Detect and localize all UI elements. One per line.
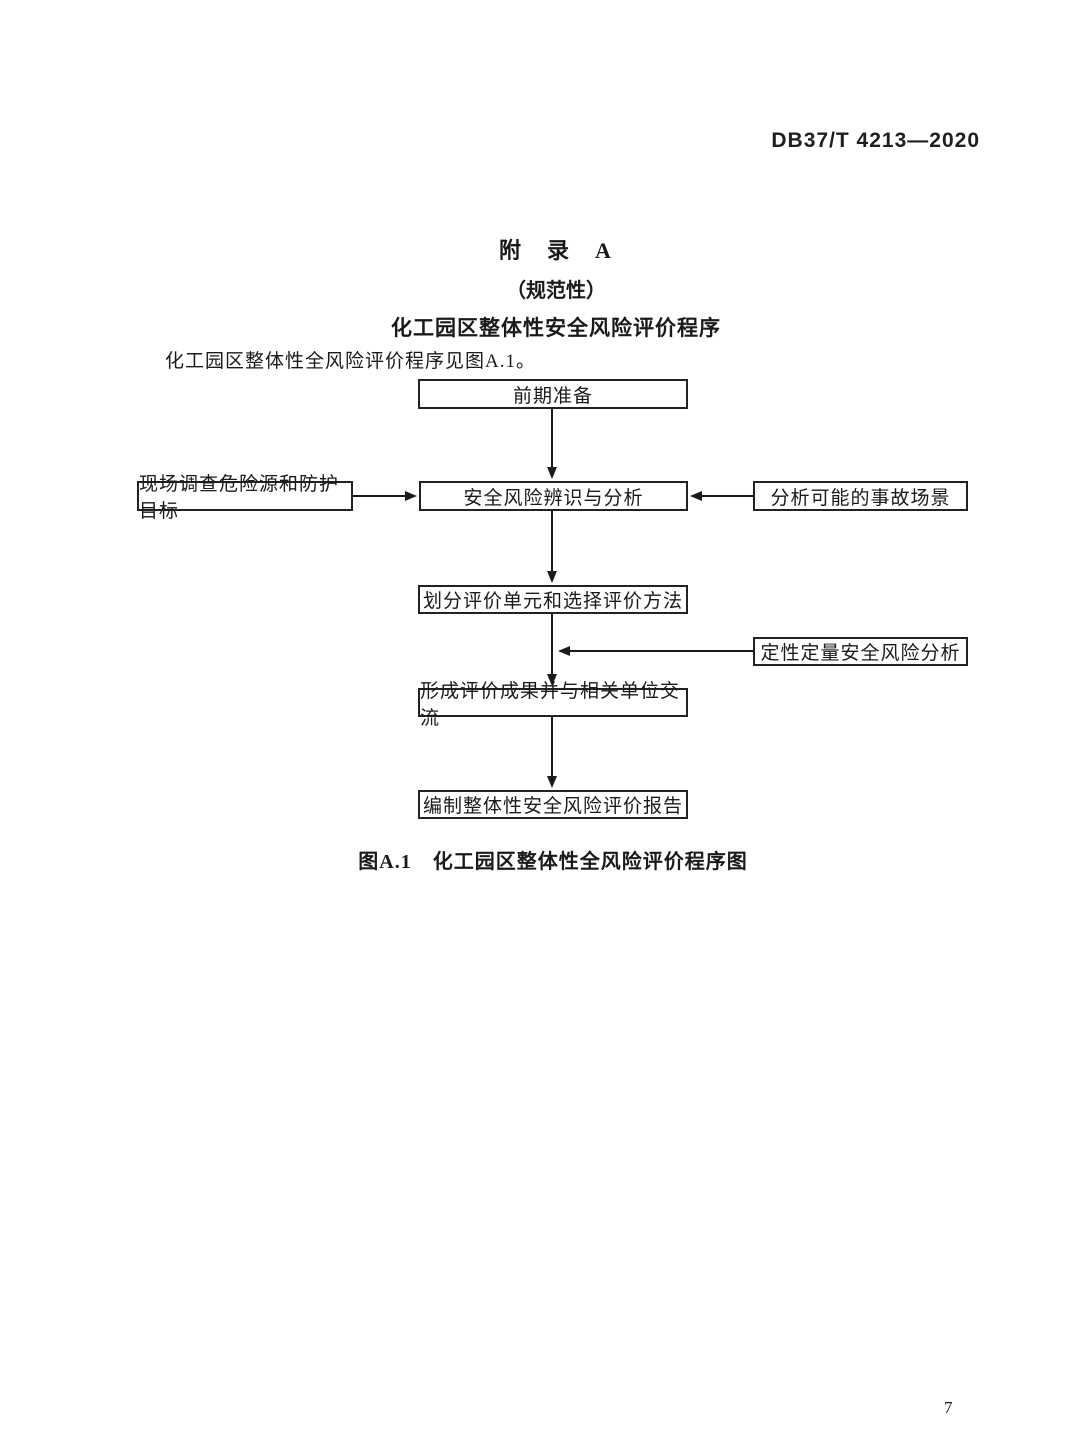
flow-node-unit-division: 划分评价单元和选择评价方法 <box>418 585 688 614</box>
page-number: 7 <box>944 1398 953 1417</box>
flow-node-report-compilation: 编制整体性安全风险评价报告 <box>418 790 688 819</box>
appendix-title-block: 附 录 A （规范性） 化工园区整体性安全风险评价程序 <box>16 233 1080 342</box>
appendix-normative-label: （规范性） <box>506 280 606 302</box>
standard-number: DB37/T 4213—2020 <box>771 129 980 152</box>
flow-node-qual-quant-analysis: 定性定量安全风险分析 <box>753 637 968 666</box>
flow-node-preparation: 前期准备 <box>418 379 688 409</box>
flow-node-risk-identification: 安全风险辨识与分析 <box>419 481 688 511</box>
flow-node-accident-scenarios: 分析可能的事故场景 <box>753 481 968 511</box>
flow-node-site-survey: 现场调查危险源和防护目标 <box>137 474 353 522</box>
flow-node-results-exchange: 形成评价成果并与相关单位交流 <box>418 681 688 729</box>
appendix-subtitle: 化工园区整体性安全风险评价程序 <box>391 316 721 340</box>
appendix-title: 附 录 A <box>499 238 613 263</box>
intro-paragraph: 化工园区整体性全风险评价程序见图A.1。 <box>165 351 536 372</box>
figure-caption: 图A.1 化工园区整体性全风险评价程序图 <box>358 851 748 873</box>
